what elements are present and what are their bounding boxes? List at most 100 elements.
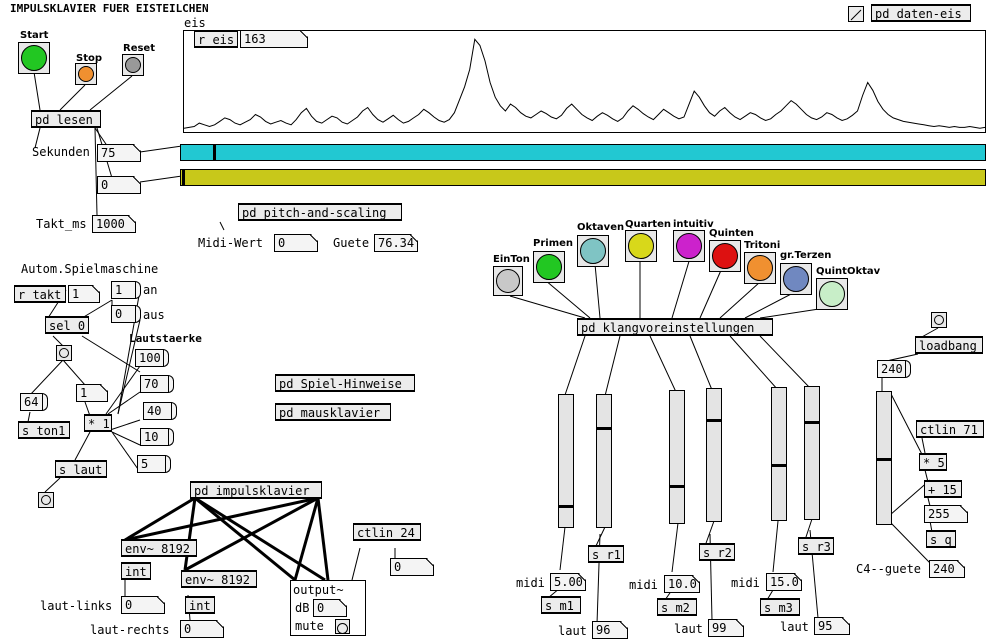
preset-bang-2[interactable] — [577, 235, 609, 267]
preset-bang-0[interactable] — [493, 266, 523, 296]
laut-value-3[interactable]: 95 — [814, 617, 850, 635]
eis-array-graph[interactable] — [183, 30, 986, 133]
pd-daten-eis-object[interactable]: pd daten-eis — [871, 4, 971, 22]
stop-bang[interactable] — [75, 63, 97, 85]
midi-value-1[interactable]: 5.00 — [550, 573, 586, 591]
preset-bang-4[interactable] — [673, 230, 705, 262]
vol-10-message[interactable]: 10 — [140, 428, 174, 446]
slider-1[interactable] — [558, 394, 574, 528]
one-atom[interactable]: 1 — [76, 384, 108, 402]
laut-bang[interactable] — [38, 492, 54, 508]
output-subpatch[interactable]: output~ dB 0 mute — [290, 580, 366, 636]
slider-3[interactable] — [669, 390, 685, 524]
ctlin-24-value[interactable]: 0 — [390, 558, 434, 576]
pd-impulsklavier-object[interactable]: pd impulsklavier — [190, 481, 322, 499]
env-right-object[interactable]: env~ 8192 — [181, 570, 257, 588]
slider-6[interactable] — [804, 386, 820, 520]
preset-bang-8[interactable] — [816, 278, 848, 310]
preset-dot-0 — [496, 269, 520, 293]
mute-toggle[interactable] — [335, 619, 350, 634]
pd-pitch-and-scaling-object[interactable]: pd pitch-and-scaling — [238, 203, 402, 221]
vol-40-message[interactable]: 40 — [143, 402, 177, 420]
mul-5-object[interactable]: * 5 — [919, 453, 947, 471]
laut-rechts-label: laut-rechts — [90, 623, 170, 637]
v255-box[interactable]: 255 — [924, 505, 968, 523]
int-right-object[interactable]: int — [185, 596, 215, 614]
eis-value-box[interactable]: 163 — [240, 30, 308, 48]
db-value-box[interactable]: 0 — [313, 599, 347, 617]
s-m3-object[interactable]: s m3 — [760, 598, 800, 616]
preset-dot-8 — [819, 281, 845, 307]
sel-0-object[interactable]: sel 0 — [45, 316, 89, 334]
mute-label: mute — [295, 619, 324, 633]
lautstaerke-heading: Lautstaerke — [129, 332, 202, 345]
guete-label: Guete — [333, 236, 370, 250]
preset-label-8: QuintOktav — [816, 266, 881, 277]
s-r3-object[interactable]: s r3 — [798, 537, 834, 555]
an-message[interactable]: 1 — [111, 281, 141, 299]
auto-bang[interactable] — [56, 345, 72, 361]
preset-dot-1 — [536, 254, 562, 280]
aus-message[interactable]: 0 — [111, 305, 141, 323]
reset-bang[interactable] — [122, 54, 144, 76]
ctlin-24-object[interactable]: ctlin 24 — [353, 523, 421, 541]
r-takt-object[interactable]: r_takt — [14, 285, 66, 303]
slider-4[interactable] — [706, 388, 722, 522]
vol-5-message[interactable]: 5 — [137, 455, 171, 473]
s-ton1-object[interactable]: s ton1 — [18, 421, 70, 439]
preset-dot-2 — [580, 238, 606, 264]
s-m1-object[interactable]: s m1 — [541, 596, 581, 614]
preset-label-3: Quarten — [625, 219, 671, 230]
preset-bang-5[interactable] — [709, 240, 741, 272]
takt-atom[interactable]: 1 — [68, 285, 100, 303]
laut-rechts-box[interactable]: 0 — [180, 620, 224, 638]
ctlin-71-object[interactable]: ctlin 71 — [916, 420, 984, 438]
start-bang[interactable] — [18, 42, 50, 74]
slider-2[interactable] — [596, 394, 612, 528]
laut-links-box[interactable]: 0 — [121, 596, 165, 614]
env-left-object[interactable]: env~ 8192 — [121, 539, 197, 557]
v240-message[interactable]: 240 — [877, 360, 911, 378]
midi-value-3[interactable]: 15.0 — [766, 573, 802, 591]
loadbang-bang[interactable] — [931, 312, 947, 328]
guete-slider[interactable] — [876, 391, 892, 525]
preset-bang-1[interactable] — [533, 251, 565, 283]
laut-value-1[interactable]: 96 — [592, 621, 628, 639]
sekunden-value-box[interactable]: 75 — [97, 144, 141, 162]
laut-value-2[interactable]: 99 — [708, 619, 744, 637]
s-q-object[interactable]: s q — [926, 530, 956, 548]
pd-lesen-object[interactable]: pd lesen — [31, 110, 101, 128]
add-15-object[interactable]: + 15 — [924, 480, 962, 498]
preset-bang-7[interactable] — [780, 263, 812, 295]
pd-spiel-hinweise-object[interactable]: pd Spiel-Hinweise — [275, 374, 415, 392]
preset-bang-3[interactable] — [625, 230, 657, 262]
int-left-object[interactable]: int — [121, 562, 151, 580]
preset-label-7: gr.Terzen — [780, 250, 832, 261]
sekunden-slider[interactable] — [180, 144, 986, 161]
multiply-object[interactable]: * 1 — [84, 414, 112, 432]
n64-message[interactable]: 64 — [20, 393, 48, 411]
guete-box[interactable]: 76.34 — [374, 234, 418, 252]
loadbang-object[interactable]: loadbang — [915, 336, 983, 354]
s-m2-object[interactable]: s m2 — [657, 598, 697, 616]
slider-5[interactable] — [771, 387, 787, 521]
daten-toggle[interactable] — [848, 6, 864, 22]
s-r1-object[interactable]: s r1 — [588, 545, 624, 563]
midi-wert-box[interactable]: 0 — [274, 234, 318, 252]
takt-value-box[interactable]: 1000 — [92, 215, 136, 233]
takt-label: Takt_ms — [36, 217, 87, 231]
second-value-box[interactable]: 0 — [97, 176, 141, 194]
c4-guete-value[interactable]: 240 — [929, 560, 965, 578]
midi-value-2[interactable]: 10.0 — [664, 575, 700, 593]
s-r2-object[interactable]: s r2 — [699, 543, 735, 561]
pd-mausklavier-object[interactable]: pd mausklavier — [275, 403, 391, 421]
pd-klangvoreinstellungen-object[interactable]: pd klangvoreinstellungen — [577, 318, 773, 336]
vol-70-message[interactable]: 70 — [140, 375, 174, 393]
preset-dot-6 — [747, 255, 773, 281]
vol-100-message[interactable]: 100 — [135, 349, 169, 367]
r-eis-object[interactable]: r eis — [194, 30, 238, 48]
second-slider[interactable] — [180, 169, 986, 186]
preset-bang-6[interactable] — [744, 252, 776, 284]
s-laut-object[interactable]: s laut — [55, 460, 107, 478]
